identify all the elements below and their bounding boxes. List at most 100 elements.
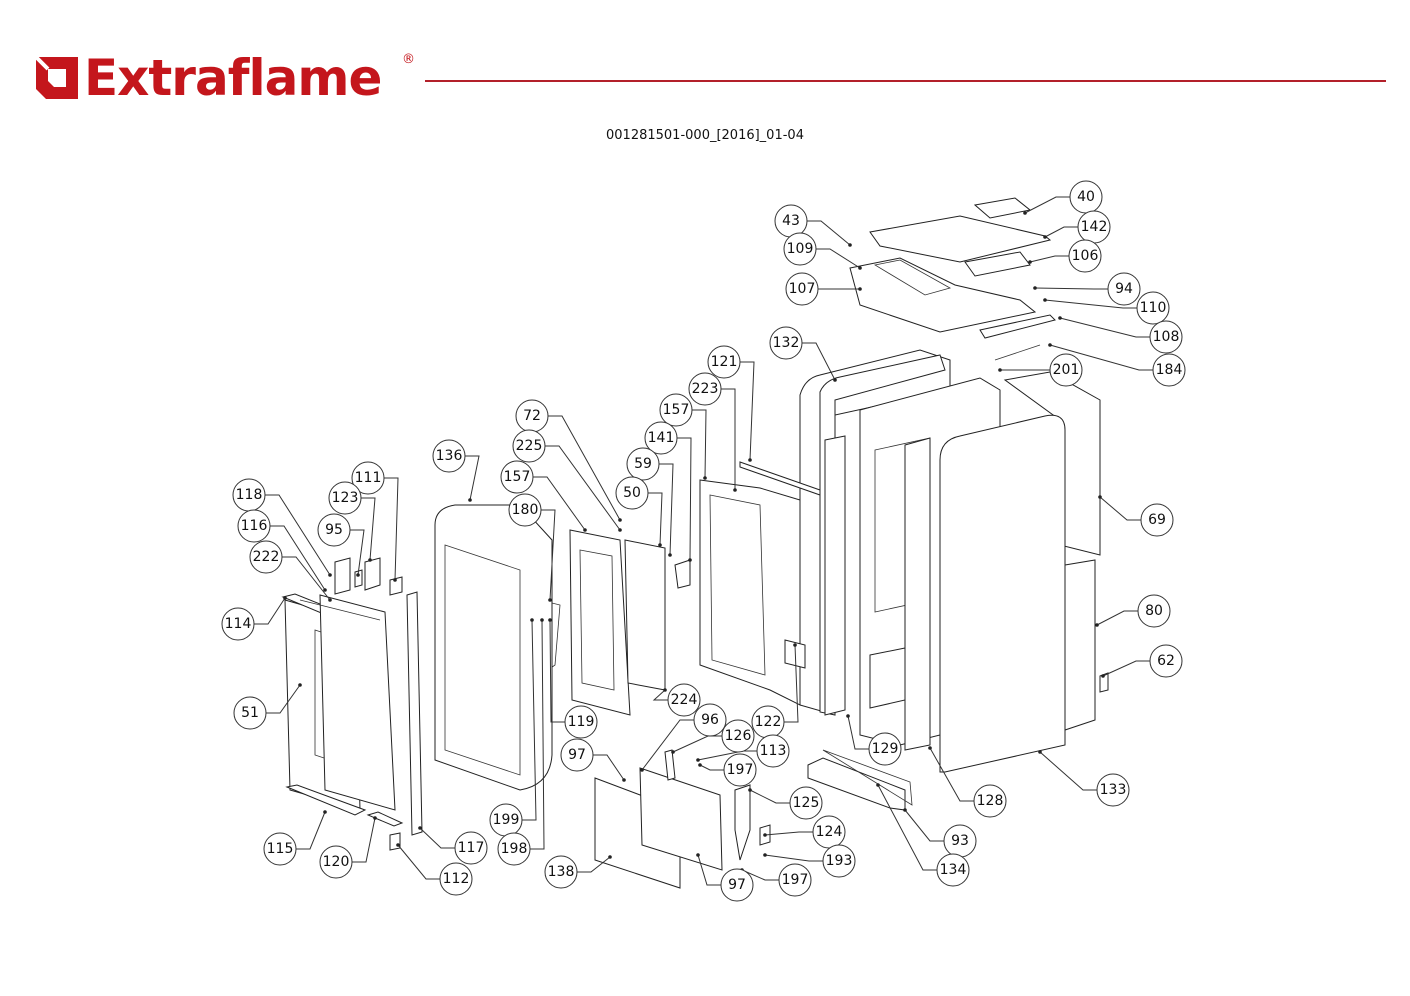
callout-number: 106 — [1072, 248, 1099, 264]
callout-circle — [221, 607, 255, 641]
callout-number: 128 — [977, 793, 1004, 809]
part-top-grille-40 — [973, 197, 1032, 219]
callout-arrowhead-icon — [540, 618, 544, 622]
callout-arrowhead-icon — [1033, 286, 1037, 290]
part-callout-119: 119 — [564, 705, 598, 739]
callout-leader-line — [721, 388, 736, 490]
part-callout-111: 111 — [351, 461, 385, 495]
part-callout-120: 120 — [319, 845, 353, 879]
callout-circle — [237, 509, 271, 543]
callout-arrowhead-icon — [903, 808, 907, 812]
callout-number: 224 — [671, 692, 698, 708]
callout-number: 201 — [1053, 362, 1080, 378]
callout-leader-line — [659, 463, 674, 556]
callout-number: 133 — [1100, 782, 1127, 798]
callout-leader-line — [577, 856, 611, 873]
callout-circle — [644, 421, 678, 455]
callout-arrowhead-icon — [1095, 623, 1099, 627]
callout-arrowhead-icon — [698, 763, 702, 767]
callout-leader-line — [533, 476, 586, 531]
part-callout-69: 69 — [1140, 503, 1174, 537]
callout-arrowhead-icon — [793, 643, 797, 647]
callout-arrowhead-icon — [323, 810, 327, 814]
callout-leader-line — [699, 764, 724, 771]
callout-number: 142 — [1081, 219, 1108, 235]
callout-arrowhead-icon — [373, 816, 377, 820]
part-door-window-225 — [579, 549, 615, 691]
callout-leader-line — [593, 754, 625, 781]
callout-arrowhead-icon — [608, 855, 612, 859]
callout-leader-line — [282, 556, 331, 601]
callout-number: 132 — [773, 335, 800, 351]
part-top-plate-109 — [849, 257, 1037, 333]
callout-arrowhead-icon — [696, 758, 700, 762]
callout-number: 120 — [323, 854, 350, 870]
callout-arrowhead-icon — [763, 833, 767, 837]
part-latch-59 — [674, 559, 691, 589]
callout-number: 119 — [568, 714, 595, 730]
part-callout-224: 224 — [667, 683, 701, 717]
part-callout-110: 110 — [1136, 291, 1170, 325]
callout-arrowhead-icon — [1098, 495, 1102, 499]
callout-circle — [497, 832, 531, 866]
callout-circle — [822, 844, 856, 878]
callout-leader-line — [741, 869, 779, 881]
callout-number: 117 — [458, 840, 485, 856]
callout-arrowhead-icon — [298, 683, 302, 687]
callout-circle — [1152, 353, 1186, 387]
part-callout-93: 93 — [943, 824, 977, 858]
callout-circle — [351, 461, 385, 495]
part-callout-199: 199 — [489, 803, 523, 837]
part-callout-107: 107 — [785, 272, 819, 306]
callout-circle — [249, 540, 283, 574]
callout-circle — [868, 732, 902, 766]
callout-arrowhead-icon — [998, 368, 1002, 372]
part-callout-121: 121 — [707, 345, 741, 379]
part-callout-157: 157 — [500, 460, 534, 494]
callout-leader-line — [465, 455, 480, 501]
callout-number: 108 — [1153, 329, 1180, 345]
callout-arrowhead-icon — [1043, 298, 1047, 302]
part-callout-138: 138 — [544, 855, 578, 889]
callout-arrowhead-icon — [548, 598, 552, 602]
callout-leader-line — [877, 784, 937, 871]
callout-arrowhead-icon — [658, 543, 662, 547]
callout-arrowhead-icon — [1038, 750, 1042, 754]
callout-arrowhead-icon — [583, 528, 587, 532]
callout-arrowhead-icon — [748, 458, 752, 462]
callout-circle — [723, 753, 757, 787]
part-callout-128: 128 — [973, 784, 1007, 818]
callout-circle — [319, 845, 353, 879]
part-side-panel-80 — [1064, 559, 1096, 731]
part-callout-123: 123 — [328, 481, 362, 515]
part-callout-193: 193 — [822, 844, 856, 878]
part-callout-180: 180 — [508, 493, 542, 527]
callout-leader-line — [847, 715, 869, 750]
callout-number: 97 — [568, 747, 586, 763]
part-rail-108 — [979, 314, 1056, 339]
callout-arrowhead-icon — [328, 598, 332, 602]
part-callout-201: 201 — [1049, 353, 1083, 387]
callout-circle — [626, 447, 660, 481]
callout-number: 118 — [236, 487, 263, 503]
callout-leader-line — [1029, 255, 1069, 263]
part-callout-126: 126 — [721, 719, 755, 753]
callout-number: 93 — [951, 833, 969, 849]
part-callout-59: 59 — [626, 447, 660, 481]
callout-leader-line — [352, 817, 376, 863]
callout-number: 51 — [241, 705, 259, 721]
callout-arrowhead-icon — [368, 558, 372, 562]
callout-circle — [659, 393, 693, 427]
callout-circle — [508, 493, 542, 527]
callout-number: 141 — [648, 430, 675, 446]
part-rail-117 — [406, 591, 423, 836]
part-callout-157: 157 — [659, 393, 693, 427]
callout-leader-line — [784, 644, 799, 723]
callout-number: 134 — [940, 862, 967, 878]
part-base-rail-93 — [822, 749, 913, 806]
callout-arrowhead-icon — [1101, 674, 1105, 678]
callout-leader-line — [361, 497, 376, 561]
part-strip-129 — [824, 435, 846, 716]
